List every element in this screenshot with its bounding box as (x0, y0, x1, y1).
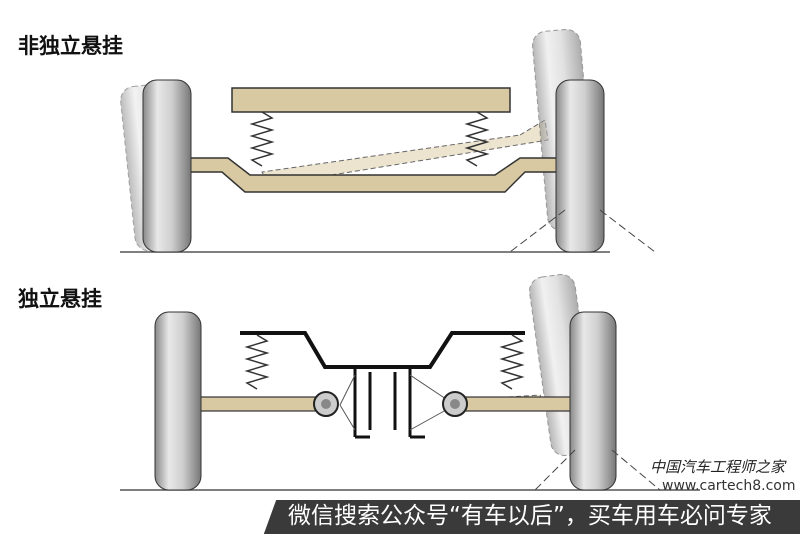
wheel-right (555, 79, 605, 253)
center-bracket (353, 367, 425, 439)
watermark-name: 中国汽车工程师之家 (650, 458, 786, 476)
banner-text: 微信搜索公众号“有车以后”，买车用车必问专家 (288, 503, 772, 529)
link-lines (339, 374, 456, 431)
wheel-left (142, 79, 192, 253)
independent-suspension (120, 273, 700, 491)
subframe (240, 331, 525, 369)
spring-left (244, 334, 270, 390)
wheel-left (154, 311, 202, 491)
pivot-left-hub (321, 399, 331, 409)
spring-left (249, 111, 275, 167)
wheel-right (569, 311, 617, 491)
spring-right (499, 334, 525, 390)
title-dependent: 非独立悬挂 (18, 34, 123, 58)
pivot-right-hub (450, 399, 460, 409)
watermark-url: www.cartech8.com (662, 478, 796, 494)
spring-right (464, 111, 490, 167)
title-independent: 独立悬挂 (18, 287, 102, 311)
dependent-suspension (120, 28, 656, 253)
chassis-frame (231, 87, 511, 113)
control-arm-right (454, 396, 574, 412)
control-arm-left (197, 396, 327, 412)
camber-lines (534, 449, 661, 491)
